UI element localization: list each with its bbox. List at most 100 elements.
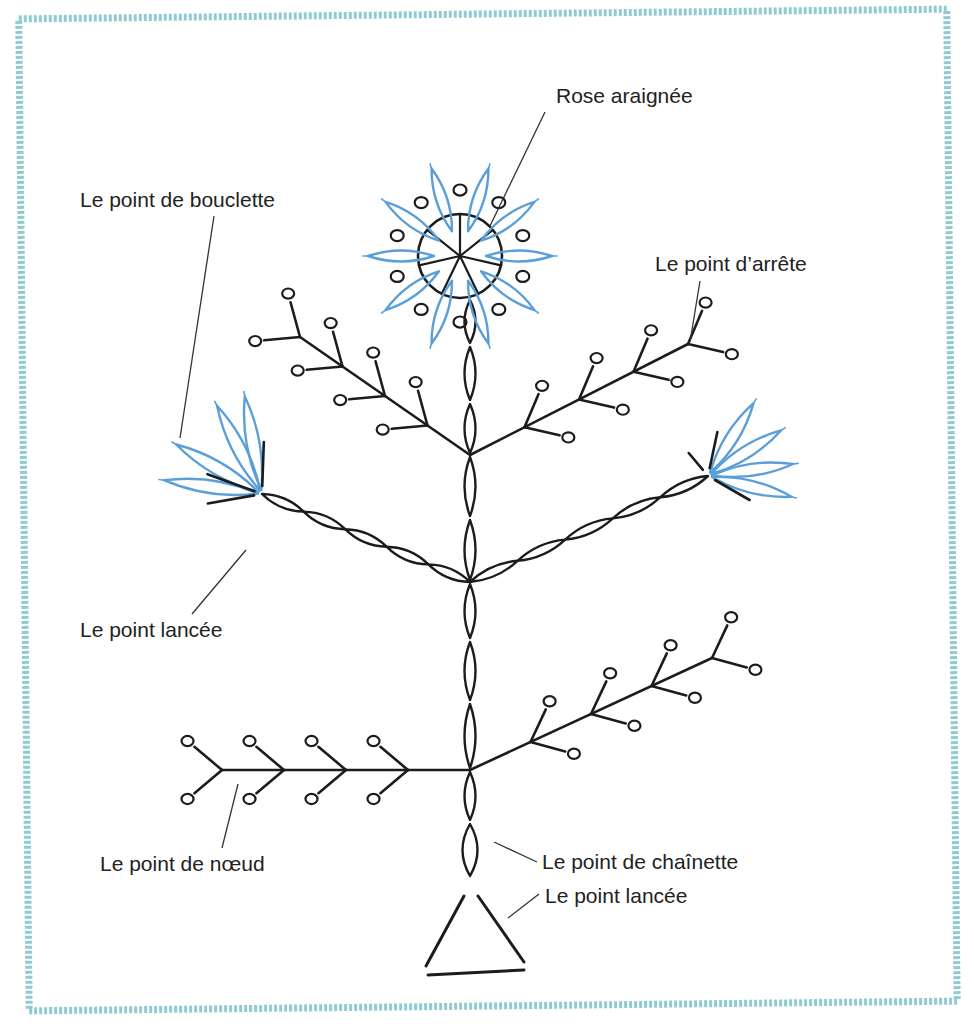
leader-line xyxy=(490,112,545,226)
chain-stitch-link xyxy=(465,584,476,638)
lazy-daisy-petal xyxy=(481,271,534,310)
tacking-stitch xyxy=(488,343,490,348)
lazy-daisy-petal xyxy=(244,397,262,491)
tacking-stitch xyxy=(430,343,432,348)
french-knot xyxy=(410,377,422,387)
fern-stem xyxy=(470,658,712,770)
lazy-daisy-petal xyxy=(712,477,792,497)
french-knot xyxy=(617,405,629,415)
leader-line xyxy=(192,550,246,614)
straight-stitch xyxy=(262,442,264,486)
straight-stitch xyxy=(426,896,464,966)
straight-stitch xyxy=(428,970,524,975)
fern-arm xyxy=(318,770,346,793)
french-knot xyxy=(367,347,379,357)
tacking-stitch xyxy=(793,463,798,465)
french-knot xyxy=(536,381,548,391)
lazy-daisy-petal xyxy=(386,271,439,310)
french-knot xyxy=(454,184,467,195)
lazy-daisy-petal xyxy=(176,445,258,493)
lazy-daisy-petal xyxy=(710,403,753,473)
french-knot xyxy=(726,349,738,359)
decorative-frame xyxy=(19,9,957,1011)
french-knot xyxy=(244,736,256,746)
leader-line xyxy=(180,216,214,438)
tacking-stitch xyxy=(382,310,386,313)
stitch-label: Rose araignée xyxy=(556,84,693,108)
chain-stitch-link xyxy=(345,529,387,547)
tacking-stitch xyxy=(534,310,538,313)
chain-stitch-link xyxy=(465,772,476,820)
straight-stitch xyxy=(208,495,254,503)
tacking-stitch xyxy=(781,428,785,431)
lazy-daisy-petal xyxy=(481,202,534,241)
tacking-stitch xyxy=(215,401,217,405)
chain-stitch-link xyxy=(387,547,429,565)
fern-stem xyxy=(300,337,470,455)
leader-lines xyxy=(180,112,700,918)
stitch-label: Le point de chaînette xyxy=(542,850,738,874)
fern-arm xyxy=(194,747,222,770)
tacking-stitch xyxy=(172,442,176,445)
spider-rose-spoke xyxy=(459,214,461,256)
french-knot xyxy=(665,640,677,650)
lazy-daisy-petal xyxy=(712,462,793,477)
fern-arm xyxy=(380,770,408,793)
french-knot xyxy=(562,432,574,442)
straight-stitch xyxy=(710,432,718,468)
tacking-stitch xyxy=(488,164,490,169)
french-knot xyxy=(391,230,404,241)
chain-stitch-link xyxy=(465,704,476,768)
fern-arm xyxy=(318,747,346,770)
chain-stitch-link xyxy=(518,540,566,561)
lazy-daisy-petal xyxy=(468,281,488,344)
fern-arm xyxy=(256,747,284,770)
fern-arm xyxy=(256,770,284,793)
leader-line xyxy=(494,842,537,862)
leader-line xyxy=(222,784,238,848)
fern-arm xyxy=(376,361,385,396)
leader-line xyxy=(690,281,700,342)
chain-stitch-link xyxy=(428,564,470,582)
chain-stitch-link xyxy=(465,520,476,580)
fern-stem xyxy=(470,344,688,455)
leader-line xyxy=(508,894,539,918)
tacking-stitch xyxy=(243,392,245,397)
chain-stitch-link xyxy=(465,404,476,453)
chain-stitch-link xyxy=(465,642,476,700)
fern-arm xyxy=(194,770,222,793)
french-knot xyxy=(282,288,294,298)
lazy-daisy-petal xyxy=(432,169,452,232)
french-knot xyxy=(591,353,603,363)
fern-arm xyxy=(591,681,606,714)
chain-stitch-link xyxy=(470,561,518,582)
french-knot xyxy=(334,395,346,405)
fern-arm xyxy=(264,337,300,340)
tacking-stitch xyxy=(159,479,164,481)
tacking-stitch xyxy=(534,199,538,202)
fern-arm xyxy=(652,686,687,695)
french-knot xyxy=(700,297,712,307)
stitch-label: Le point lancée xyxy=(545,884,687,908)
french-knot xyxy=(368,794,380,804)
tacking-stitch xyxy=(552,255,557,257)
french-knot xyxy=(544,696,556,706)
chain-stitch-link xyxy=(565,518,613,539)
fern-arm xyxy=(349,396,385,399)
fern-arm xyxy=(525,394,539,427)
stitch-label: Le point de bouclette xyxy=(80,188,275,212)
lazy-daisy-petal xyxy=(468,169,488,232)
tacking-stitch xyxy=(754,399,757,403)
fern-arm xyxy=(392,426,428,429)
french-knot xyxy=(244,794,256,804)
tacking-stitch xyxy=(791,497,796,498)
french-knot xyxy=(368,736,380,746)
french-knot xyxy=(292,366,304,376)
stitch-label: Le point lancée xyxy=(80,618,222,642)
fern-arm xyxy=(525,427,560,435)
french-knot xyxy=(182,794,194,804)
fern-arm xyxy=(688,344,723,352)
straight-stitch xyxy=(715,480,750,500)
french-knot xyxy=(249,336,261,346)
